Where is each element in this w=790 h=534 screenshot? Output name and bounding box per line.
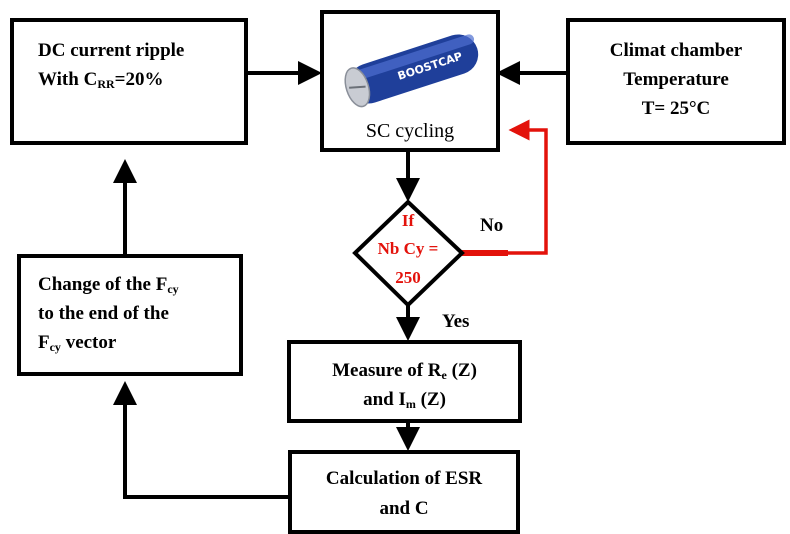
sc-cycling-box: BOOSTCAP SC cycling (320, 10, 500, 152)
calculation-line2: and C (379, 498, 429, 519)
calculation-box: Calculation of ESR and C (288, 450, 520, 534)
climat-line1: Climat chamber (609, 40, 743, 61)
dc-ripple-line1: DC current ripple (38, 40, 185, 61)
sc-cycling-label: SC cycling (365, 120, 455, 142)
decision-line2: Nb Cy = (377, 239, 439, 258)
no-label: No (480, 215, 504, 236)
measure-line1: Measure of Re (Z) (332, 360, 477, 382)
dc-ripple-line2: With CRR=20% (38, 69, 164, 91)
arrow-calc-to-change (113, 381, 288, 499)
calculation-line1: Calculation of ESR (325, 468, 483, 489)
change-line3: Fcy vector (38, 332, 117, 354)
climat-line3: T= 25°C (641, 98, 711, 119)
dc-ripple-box: DC current ripple With CRR=20% (10, 18, 248, 145)
decision-line1: If (401, 211, 415, 230)
decision-line3: 250 (395, 268, 421, 287)
climat-line2: Temperature (623, 69, 729, 90)
change-line1: Change of the Fcy (38, 274, 179, 296)
change-fcy-box: Change of the Fcy to the end of the Fcy … (17, 254, 243, 376)
measure-line2: and Im (Z) (363, 389, 446, 411)
measure-box: Measure of Re (Z) and Im (Z) (287, 340, 522, 423)
yes-label: Yes (442, 311, 470, 332)
decision-diamond (352, 199, 465, 308)
climat-chamber-box: Climat chamber Temperature T= 25°C (566, 18, 786, 145)
supercapacitor-image: BOOSTCAP (344, 34, 479, 108)
change-line2: to the end of the (38, 303, 169, 324)
